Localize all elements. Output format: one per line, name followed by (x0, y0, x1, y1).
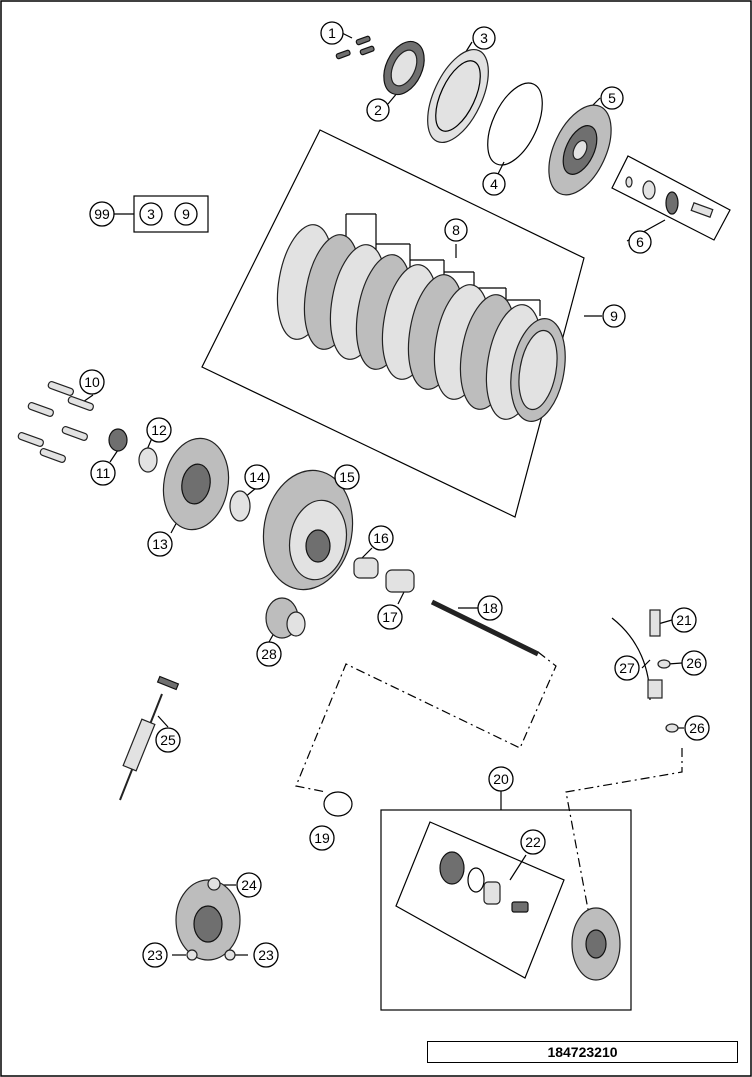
svg-text:5: 5 (608, 90, 616, 106)
callout-2: 2 (366, 98, 390, 122)
part-18-push-rod (430, 599, 540, 657)
callout-8: 8 (444, 218, 468, 242)
part-19-o-ring (323, 791, 353, 817)
part-2-retainer (383, 40, 425, 96)
document-number: 184723210 (547, 1044, 618, 1060)
svg-text:14: 14 (249, 469, 265, 485)
kit-item-9: 9 (174, 202, 198, 226)
callout-26-top: 26 (681, 650, 707, 676)
callout-14: 14 (244, 464, 270, 490)
svg-text:18: 18 (482, 600, 498, 616)
parts-drawings (17, 35, 731, 981)
part-13-inner-hub (162, 437, 230, 531)
svg-text:8: 8 (452, 222, 460, 238)
callout-10: 10 (79, 369, 105, 395)
svg-text:11: 11 (96, 465, 111, 481)
callout-16: 16 (368, 525, 394, 551)
svg-text:9: 9 (610, 308, 618, 324)
part-1-screws (335, 35, 375, 60)
callout-26-bottom: 26 (684, 715, 710, 741)
callout-27: 27 (614, 655, 640, 681)
part-21-27-hose (611, 609, 679, 733)
svg-text:20: 20 (493, 771, 509, 787)
svg-text:4: 4 (490, 176, 498, 192)
svg-text:15: 15 (339, 469, 355, 485)
part-28-gear (265, 597, 306, 639)
svg-text:3: 3 (480, 30, 488, 46)
svg-text:23: 23 (147, 947, 163, 963)
callout-25: 25 (155, 727, 181, 753)
callout-99: 99 (89, 201, 115, 227)
svg-text:26: 26 (686, 655, 702, 671)
part-4-ring (487, 82, 543, 166)
svg-text:28: 28 (261, 646, 277, 662)
part-6-kit (611, 155, 731, 241)
kit-item-3: 3 (139, 202, 163, 226)
part-12-washer (138, 447, 158, 473)
svg-text:13: 13 (152, 536, 168, 552)
svg-text:3: 3 (147, 206, 155, 222)
callout-13: 13 (147, 531, 173, 557)
document-number-box: 184723210 (427, 1041, 738, 1063)
part-17-bushing (385, 569, 415, 593)
callout-28: 28 (256, 641, 282, 667)
callout-24: 24 (236, 872, 262, 898)
svg-text:25: 25 (160, 732, 176, 748)
callout-11: 11 (90, 460, 116, 486)
callout-21: 21 (671, 607, 697, 633)
part-11-nut (108, 428, 128, 452)
svg-text:16: 16 (373, 530, 389, 546)
callout-12: 12 (146, 417, 172, 443)
callout-6: 6 (628, 230, 652, 254)
callout-5: 5 (600, 86, 624, 110)
svg-text:22: 22 (525, 834, 541, 850)
part-20-slave-cylinder (571, 907, 621, 981)
callout-19: 19 (309, 825, 335, 851)
callout-9: 9 (602, 304, 626, 328)
part-10-pins (17, 380, 94, 463)
callout-1: 1 (320, 21, 344, 45)
part-16-bushing (353, 557, 379, 579)
callout-23-left: 23 (142, 942, 168, 968)
callout-22: 22 (520, 829, 546, 855)
callout-4: 4 (482, 172, 506, 196)
svg-text:12: 12 (151, 422, 167, 438)
callout-15: 15 (334, 464, 360, 490)
part-22-kit (439, 851, 529, 913)
callout-17: 17 (377, 604, 403, 630)
svg-text:24: 24 (241, 877, 257, 893)
leader-lines (79, 32, 684, 1011)
part-5-pressure-plate (548, 104, 612, 196)
callout-23-right: 23 (253, 942, 279, 968)
svg-text:23: 23 (258, 947, 274, 963)
svg-text:10: 10 (84, 374, 100, 390)
svg-text:9: 9 (182, 206, 190, 222)
svg-text:26: 26 (689, 720, 705, 736)
svg-text:27: 27 (619, 660, 635, 676)
callout-3: 3 (472, 26, 496, 50)
svg-text:17: 17 (382, 609, 398, 625)
svg-text:6: 6 (636, 234, 644, 250)
part-24-cover (175, 877, 241, 961)
svg-text:1: 1 (328, 25, 336, 41)
part-3-plate (427, 48, 489, 144)
svg-text:2: 2 (374, 102, 382, 118)
svg-text:21: 21 (676, 612, 692, 628)
callout-18: 18 (477, 595, 503, 621)
svg-text:99: 99 (94, 206, 110, 222)
part-14-washer (229, 490, 251, 522)
callout-20: 20 (488, 766, 514, 792)
part-15-basket (262, 469, 354, 591)
svg-text:19: 19 (314, 830, 330, 846)
part-8-9-clutch-plates (276, 224, 566, 423)
part-25-grease-tube (119, 675, 180, 801)
